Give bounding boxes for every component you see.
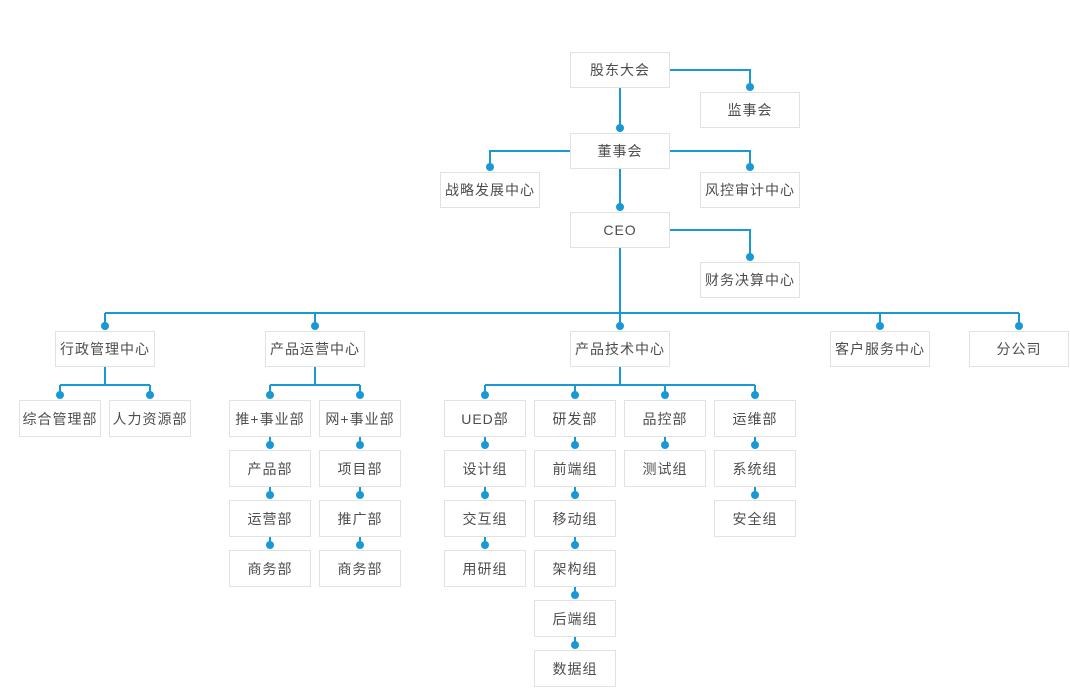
org-node-project-dept[interactable]: 项目部 (319, 450, 401, 487)
org-node-ceo[interactable]: CEO (570, 212, 670, 248)
org-node-shareholders-meeting[interactable]: 股东大会 (570, 52, 670, 88)
org-node-finance-center[interactable]: 财务决算中心 (700, 262, 800, 298)
org-node-rd-dept[interactable]: 研发部 (534, 400, 616, 437)
org-node-user-research-group[interactable]: 用研组 (444, 550, 526, 587)
org-node-supervisory-board[interactable]: 监事会 (700, 92, 800, 128)
org-node-backend-group[interactable]: 后端组 (534, 600, 616, 637)
org-node-customer-service-center[interactable]: 客户服务中心 (830, 331, 930, 367)
org-node-business-dept-2[interactable]: 商务部 (319, 550, 401, 587)
org-node-mobile-group[interactable]: 移动组 (534, 500, 616, 537)
org-node-design-group[interactable]: 设计组 (444, 450, 526, 487)
org-node-operations-dept[interactable]: 运营部 (229, 500, 311, 537)
org-node-security-group[interactable]: 安全组 (714, 500, 796, 537)
org-node-architecture-group[interactable]: 架构组 (534, 550, 616, 587)
org-node-product-dept[interactable]: 产品部 (229, 450, 311, 487)
org-node-general-mgmt-dept[interactable]: 综合管理部 (19, 400, 101, 437)
org-node-admin-center[interactable]: 行政管理中心 (55, 331, 155, 367)
org-node-testing-group[interactable]: 测试组 (624, 450, 706, 487)
org-node-wang-business-dept[interactable]: 网+事业部 (319, 400, 401, 437)
org-node-strategy-center[interactable]: 战略发展中心 (440, 172, 540, 208)
org-node-product-ops-center[interactable]: 产品运营中心 (265, 331, 365, 367)
org-node-frontend-group[interactable]: 前端组 (534, 450, 616, 487)
org-node-business-dept-1[interactable]: 商务部 (229, 550, 311, 587)
org-node-branch-company[interactable]: 分公司 (969, 331, 1069, 367)
org-node-hr-dept[interactable]: 人力资源部 (109, 400, 191, 437)
org-node-system-group[interactable]: 系统组 (714, 450, 796, 487)
org-node-tui-business-dept[interactable]: 推+事业部 (229, 400, 311, 437)
org-node-risk-audit-center[interactable]: 风控审计中心 (700, 172, 800, 208)
org-node-promotion-dept[interactable]: 推广部 (319, 500, 401, 537)
org-node-qc-dept[interactable]: 品控部 (624, 400, 706, 437)
org-node-ops-dept[interactable]: 运维部 (714, 400, 796, 437)
org-node-interaction-group[interactable]: 交互组 (444, 500, 526, 537)
org-node-data-group[interactable]: 数据组 (534, 650, 616, 687)
org-node-board-of-directors[interactable]: 董事会 (570, 133, 670, 169)
org-node-product-tech-center[interactable]: 产品技术中心 (570, 331, 670, 367)
org-node-ued-dept[interactable]: UED部 (444, 400, 526, 437)
